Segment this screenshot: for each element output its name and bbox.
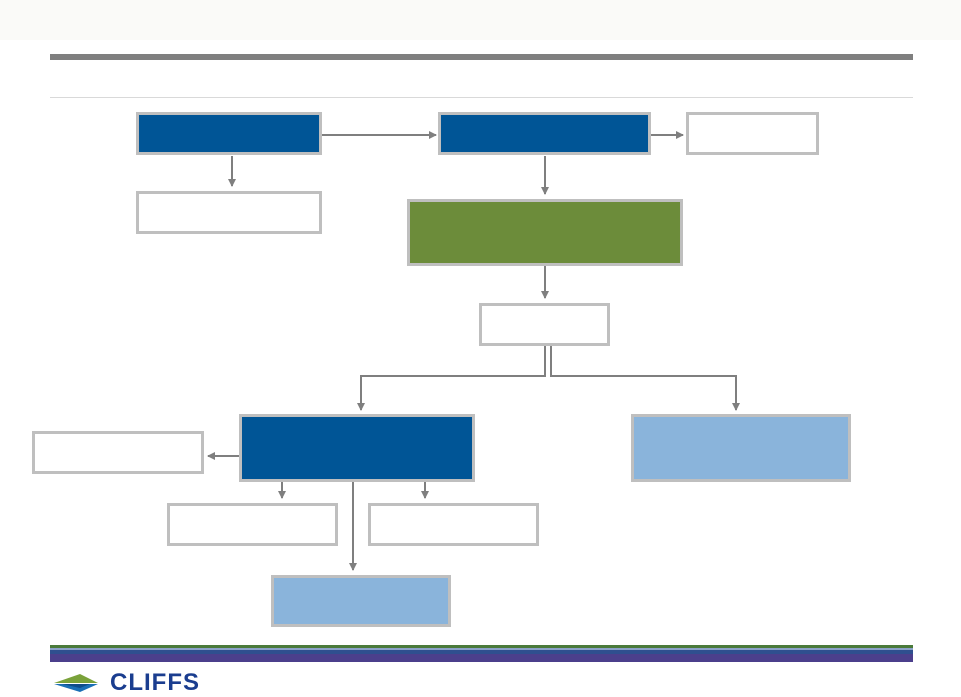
box-lower-dark bbox=[239, 414, 475, 482]
box-bottom-center bbox=[271, 575, 451, 627]
arrow-split-left bbox=[357, 346, 546, 411]
footer-stripe-blue bbox=[50, 650, 913, 654]
box-top-center bbox=[438, 112, 651, 155]
box-far-left bbox=[32, 431, 204, 474]
box-mid-small bbox=[479, 303, 610, 346]
header-rule bbox=[50, 54, 913, 60]
box-bottom-left bbox=[167, 503, 338, 546]
footer-stripe-light bbox=[50, 648, 913, 650]
box-left-sub bbox=[136, 191, 322, 234]
box-lower-right bbox=[631, 414, 851, 482]
cliffs-logo-text: CLIFFS bbox=[110, 669, 200, 696]
footer-stripe-green bbox=[50, 645, 913, 648]
box-green-main bbox=[407, 199, 683, 266]
arrow-split-right bbox=[550, 346, 740, 411]
box-bottom-right bbox=[368, 503, 539, 546]
box-top-right bbox=[686, 112, 819, 155]
cliffs-logo-icon bbox=[54, 674, 98, 692]
cliffs-logo: CLIFFS bbox=[50, 669, 200, 696]
top-band bbox=[0, 0, 961, 40]
footer-stripe-purple bbox=[50, 654, 913, 662]
box-top-left bbox=[136, 112, 322, 155]
header-subrule bbox=[50, 97, 913, 98]
